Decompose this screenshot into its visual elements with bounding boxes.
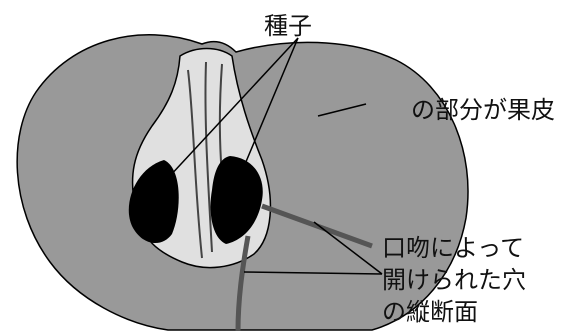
hole-label-line-2: 開けられた穴 [382, 264, 526, 296]
seed-label: 種子 [264, 6, 312, 41]
hole-label-line-1: 口吻によって [382, 232, 526, 264]
pericarp-swatch [367, 93, 403, 123]
hole-label-line-3: の縦断面 [382, 296, 526, 328]
hole-label: 口吻によって 開けられた穴 の縦断面 [382, 232, 526, 328]
pericarp-legend-text: の部分が果皮 [411, 90, 555, 125]
pericarp-legend: の部分が果皮 [367, 90, 555, 125]
